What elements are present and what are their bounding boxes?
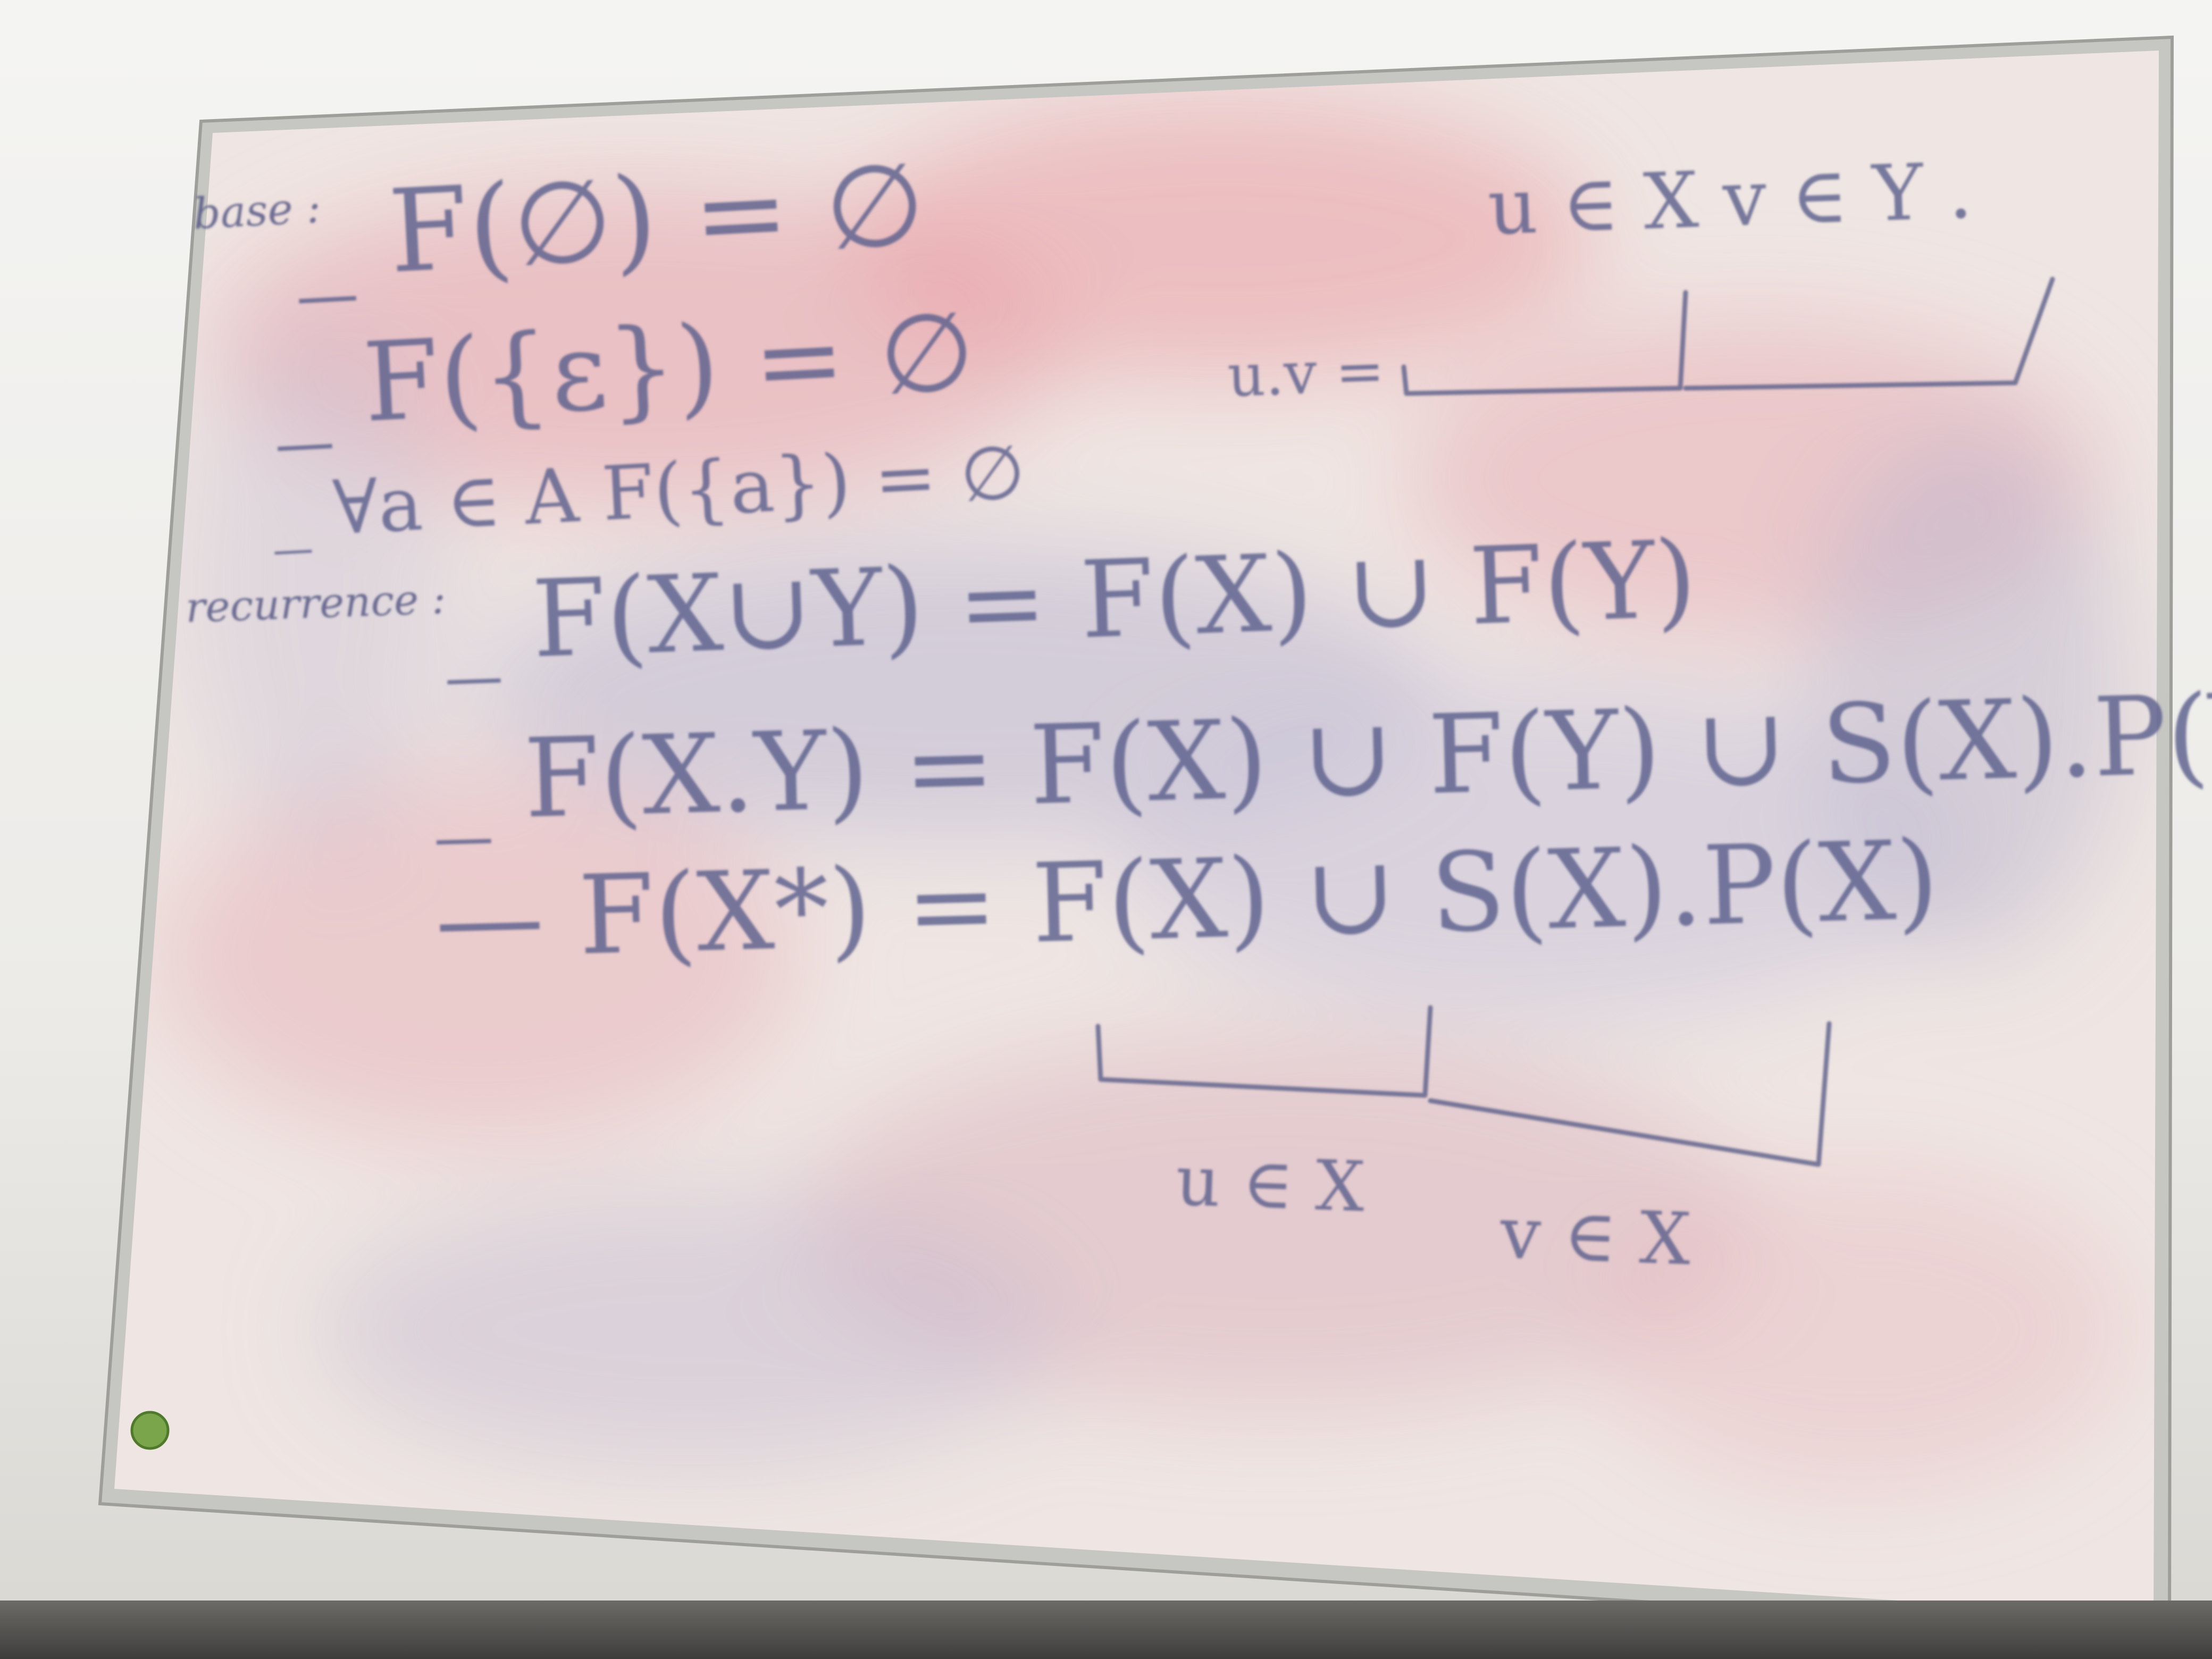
- top-bracket-u: [1401, 290, 1688, 396]
- bottom-bracket-v: [1428, 1021, 1832, 1167]
- annotation-u-dot-v: u.v =: [1226, 337, 1385, 410]
- base-line-1: _ F(∅) = ∅: [292, 137, 928, 304]
- top-bracket-v: [1683, 276, 2055, 391]
- bottom-bracket-u: [1095, 1005, 1433, 1098]
- annotation-v-in-x-bottom: v ∈ X: [1498, 1191, 1692, 1281]
- floor-shadow: [0, 1601, 2212, 1659]
- recurrence-label: recurrence :: [185, 575, 447, 632]
- base-label: base :: [192, 183, 322, 239]
- magnet-icon: [130, 1411, 170, 1450]
- annotation-u-in-x-v-in-y: u ∈ X v ∈ Y .: [1486, 146, 1974, 253]
- annotation-u-in-x-bottom: u ∈ X: [1175, 1140, 1366, 1227]
- marker-smudges: [160, 101, 2127, 1489]
